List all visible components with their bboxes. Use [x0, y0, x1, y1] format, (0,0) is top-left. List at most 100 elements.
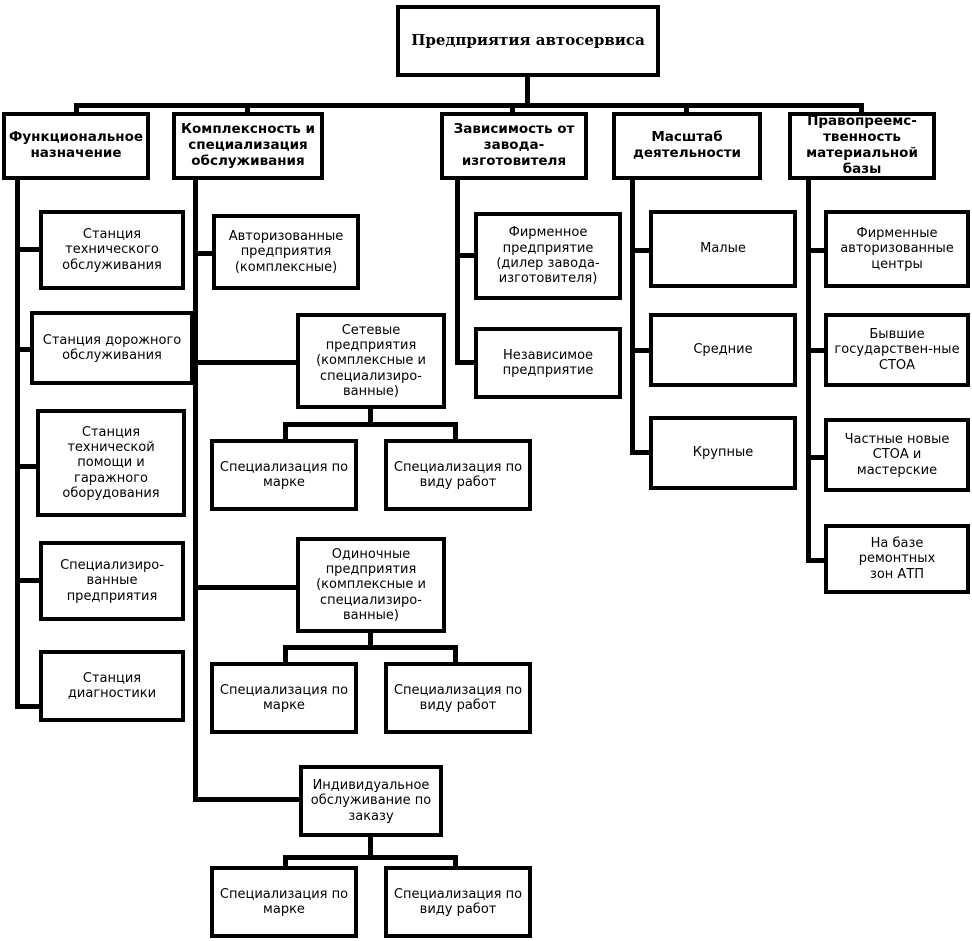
- node-category-scale-of-activity-label: Масштаб деятельности: [632, 129, 742, 161]
- connector-spec3-drop-b: [453, 855, 458, 873]
- connector-col1-branch-2: [15, 347, 42, 352]
- node-c3-independent-enterprise[interactable]: Независимое предприятие: [474, 327, 622, 399]
- node-category-functional-purpose-label: Функциональное назначение: [8, 129, 144, 161]
- node-c1-specialized-enterprises-label: Специализиро- ванные предприятия: [60, 558, 164, 604]
- node-c1-diagnostics-station-label: Станция диагностики: [67, 670, 157, 701]
- node-category-complexity-specialization[interactable]: Комплексность и специализация обслуживан…: [172, 112, 324, 180]
- node-c5-private-new-stoa[interactable]: Частные новые СТОА и мастерские: [824, 418, 970, 492]
- node-c2-single-enterprises[interactable]: Одиночные предприятия (комплексные и спе…: [296, 537, 446, 633]
- node-spec3-by-work-type-label: Специализация по виду работ: [393, 886, 523, 917]
- node-c2-single-enterprises-label: Одиночные предприятия (комплексные и спе…: [316, 546, 426, 623]
- node-c5-former-state-stoa-label: Бывшие государствен-ные СТОА: [834, 327, 960, 373]
- node-spec1-by-work-type[interactable]: Специализация по виду работ: [384, 439, 532, 511]
- connector-col2-spine: [193, 182, 198, 802]
- node-category-material-base-succession-label: Правопреемс- твенность материальной базы: [806, 113, 918, 177]
- node-spec3-by-brand-label: Специализация по марке: [219, 886, 349, 917]
- connector-col4-branch-1: [630, 248, 652, 253]
- node-c4-small[interactable]: Малые: [649, 210, 797, 288]
- node-c5-former-state-stoa[interactable]: Бывшие государствен-ные СТОА: [824, 313, 970, 387]
- connector-col5-branch-3: [806, 455, 828, 460]
- node-c5-branded-authorized-centers[interactable]: Фирменные авторизованные центры: [824, 210, 970, 288]
- node-c2-authorized-enterprises[interactable]: Авторизованные предприятия (комплексные): [212, 214, 360, 290]
- node-c4-large-label: Крупные: [692, 445, 754, 461]
- node-c1-road-service-station[interactable]: Станция дорожного обслуживания: [30, 311, 194, 385]
- node-c1-technical-assistance-station[interactable]: Станция технической помощи и гаражного о…: [36, 409, 186, 517]
- node-spec2-by-brand[interactable]: Специализация по марке: [210, 662, 358, 734]
- node-c3-branded-dealer-enterprise-label: Фирменное предприятие (дилер завода- изг…: [496, 225, 600, 287]
- node-c3-independent-enterprise-label: Независимое предприятие: [502, 347, 594, 378]
- connector-spec2-drop-a: [283, 645, 288, 663]
- node-c4-medium[interactable]: Средние: [649, 313, 797, 387]
- node-root[interactable]: Предприятия автосервиса: [396, 5, 660, 77]
- node-c1-specialized-enterprises[interactable]: Специализиро- ванные предприятия: [39, 541, 185, 621]
- connector-col4-spine: [630, 182, 635, 455]
- connector-root-bus: [74, 103, 864, 108]
- node-category-scale-of-activity[interactable]: Масштаб деятельности: [612, 112, 762, 180]
- node-spec1-by-brand-label: Специализация по марке: [219, 459, 349, 490]
- connector-col5-branch-4: [806, 558, 828, 563]
- connector-root-to-cat4: [684, 103, 689, 116]
- connector-col4-branch-2: [630, 348, 652, 353]
- node-c4-small-label: Малые: [700, 241, 746, 257]
- connector-col4-branch-3: [630, 450, 652, 455]
- connector-col1-spine: [15, 182, 20, 709]
- node-spec2-by-work-type-label: Специализация по виду работ: [393, 682, 523, 713]
- connector-spec1-drop-a: [283, 422, 288, 440]
- connector-spec1-bus: [283, 422, 458, 427]
- connector-root-stem: [525, 76, 530, 106]
- node-c4-medium-label: Средние: [693, 342, 753, 358]
- node-category-material-base-succession[interactable]: Правопреемс- твенность материальной базы: [788, 112, 936, 180]
- connector-col5-spine: [806, 182, 811, 563]
- node-category-manufacturer-dependency[interactable]: Зависимость от завода- изготовителя: [440, 112, 588, 180]
- node-c3-branded-dealer-enterprise[interactable]: Фирменное предприятие (дилер завода- изг…: [474, 212, 622, 300]
- connector-spec3-drop-a: [283, 855, 288, 873]
- connector-col2-branch-2: [193, 360, 303, 365]
- node-c1-road-service-station-label: Станция дорожного обслуживания: [42, 332, 182, 363]
- node-c1-service-station-label: Станция технического обслуживания: [62, 227, 162, 273]
- connector-col2-branch-4: [193, 797, 303, 802]
- connector-root-to-cat2: [245, 103, 250, 116]
- node-root-label: Предприятия автосервиса: [411, 31, 645, 50]
- node-spec2-by-work-type[interactable]: Специализация по виду работ: [384, 662, 532, 734]
- node-spec1-by-work-type-label: Специализация по виду работ: [393, 459, 523, 490]
- node-c5-on-atp-repair-zones-label: На базе ремонтных зон АТП: [858, 536, 936, 582]
- connector-root-to-cat1: [74, 103, 79, 116]
- connector-spec2-stem: [368, 628, 373, 648]
- connector-col3-branch-1: [455, 253, 477, 258]
- node-spec3-by-brand[interactable]: Специализация по марке: [210, 866, 358, 938]
- node-c5-branded-authorized-centers-label: Фирменные авторизованные центры: [840, 226, 954, 272]
- connector-root-to-cat5: [859, 103, 864, 116]
- connector-col1-branch-4: [15, 578, 42, 583]
- node-category-manufacturer-dependency-label: Зависимость от завода- изготовителя: [453, 121, 575, 169]
- node-c5-on-atp-repair-zones[interactable]: На базе ремонтных зон АТП: [824, 524, 970, 594]
- node-c2-individual-service-on-order-label: Индивидуальное обслуживание по заказу: [310, 778, 432, 824]
- node-c2-authorized-enterprises-label: Авторизованные предприятия (комплексные): [228, 229, 344, 275]
- node-c1-technical-assistance-station-label: Станция технической помощи и гаражного о…: [62, 424, 160, 501]
- connector-root-to-cat3: [510, 103, 515, 116]
- connector-col1-branch-3: [15, 464, 42, 469]
- connector-col1-branch-5: [15, 704, 42, 709]
- connector-spec2-bus: [283, 645, 458, 650]
- node-c2-network-enterprises-label: Сетевые предприятия (комплексные и специ…: [316, 322, 426, 399]
- connector-spec1-drop-b: [453, 422, 458, 440]
- connector-spec3-bus: [283, 855, 458, 860]
- node-c1-diagnostics-station[interactable]: Станция диагностики: [39, 650, 185, 722]
- node-category-functional-purpose[interactable]: Функциональное назначение: [2, 112, 150, 180]
- connector-col1-branch-1: [15, 247, 42, 252]
- connector-col3-branch-2: [455, 360, 477, 365]
- node-c1-service-station[interactable]: Станция технического обслуживания: [39, 210, 185, 290]
- node-c4-large[interactable]: Крупные: [649, 416, 797, 490]
- node-spec3-by-work-type[interactable]: Специализация по виду работ: [384, 866, 532, 938]
- node-c2-individual-service-on-order[interactable]: Индивидуальное обслуживание по заказу: [299, 765, 443, 837]
- connector-spec3-stem: [368, 837, 373, 859]
- node-c2-network-enterprises[interactable]: Сетевые предприятия (комплексные и специ…: [296, 313, 446, 409]
- node-spec2-by-brand-label: Специализация по марке: [219, 682, 349, 713]
- connector-col3-spine: [455, 182, 460, 364]
- connector-col5-branch-1: [806, 248, 828, 253]
- node-spec1-by-brand[interactable]: Специализация по марке: [210, 439, 358, 511]
- connector-col2-branch-3: [193, 585, 303, 590]
- connector-col5-branch-2: [806, 348, 828, 353]
- connector-col2-branch-1: [193, 251, 216, 256]
- node-category-complexity-specialization-label: Комплексность и специализация обслуживан…: [180, 121, 315, 169]
